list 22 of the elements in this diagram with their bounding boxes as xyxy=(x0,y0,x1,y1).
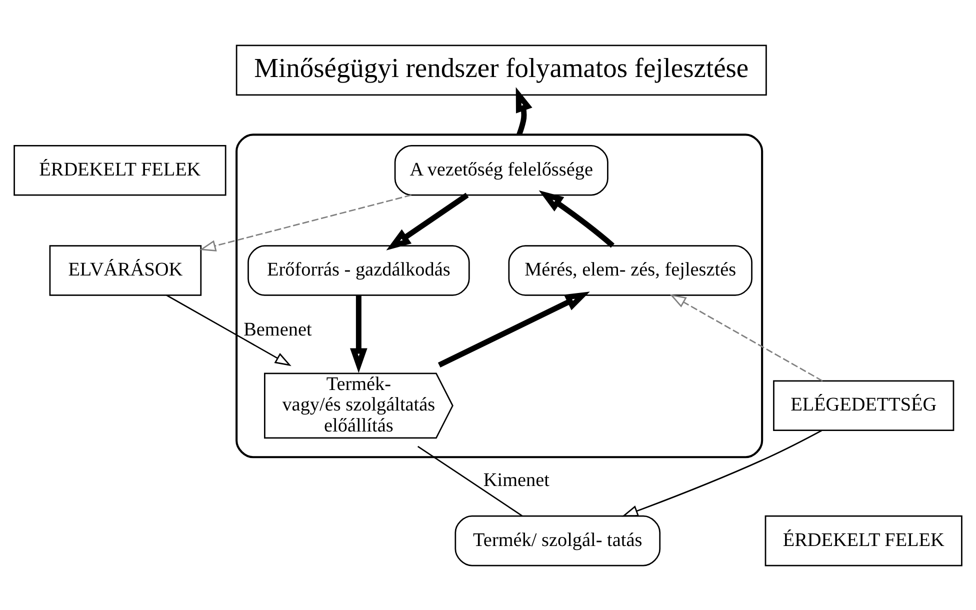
edge-label: Kimenet xyxy=(483,470,550,491)
arrow xyxy=(166,294,292,366)
arrow xyxy=(350,295,368,373)
node-box: ÉRDEKELT FELEK xyxy=(14,144,226,196)
node-box: ELVÁRÁSOK xyxy=(49,244,202,296)
arrow xyxy=(670,294,823,382)
arrow xyxy=(622,429,822,516)
node-box: ÉRDEKELT FELEK xyxy=(764,514,962,566)
node-box: Mérés, elem- zés, fejlesztés xyxy=(508,244,752,296)
node-box: Minőségügyi rendszer folyamatos fejlesztése xyxy=(236,44,767,96)
edge-label: Bemenet xyxy=(244,318,312,340)
node-box: Erőforrás - gazdálkodás xyxy=(248,244,470,296)
node-box: Termék/ szolgál- tatás xyxy=(454,514,661,566)
connector xyxy=(417,445,522,516)
node-box: A vezetőség felelőssége xyxy=(394,144,608,196)
arrow xyxy=(199,194,412,251)
cluster xyxy=(236,133,764,458)
node-box: ELÉGEDETTSÉG xyxy=(773,380,954,431)
arrow xyxy=(538,190,614,248)
arrow xyxy=(438,291,590,368)
arrow xyxy=(386,192,469,250)
arrow xyxy=(516,86,532,136)
